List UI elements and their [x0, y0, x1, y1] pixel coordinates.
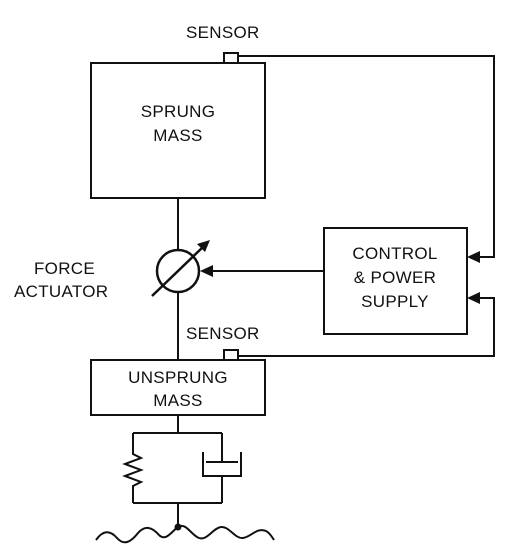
sprung-mass-label-line1: SPRUNG	[141, 102, 216, 121]
sensor-top-arrowhead	[467, 251, 480, 263]
control-label-line2: & POWER	[354, 268, 436, 287]
variable-actuator-icon	[151, 240, 210, 297]
force-actuator-label-line1: FORCE	[34, 259, 95, 278]
sprung-mass-box	[90, 62, 266, 199]
damper-icon	[202, 433, 242, 503]
sensor-top-signal-line	[238, 55, 495, 258]
spring-icon	[122, 433, 144, 503]
unsprung-mass-label-line1: UNSPRUNG	[128, 368, 228, 387]
sensor-bottom-signal-line	[238, 297, 495, 357]
control-output-arrowhead	[200, 265, 213, 277]
force-actuator-label-line2: ACTUATOR	[14, 282, 108, 301]
control-label-line1: CONTROL	[352, 244, 437, 263]
control-label-line3: SUPPLY	[361, 292, 429, 311]
sprung-mass-label-line2: MASS	[153, 126, 202, 145]
sensor-bottom-block	[223, 349, 239, 361]
road-surface-icon	[95, 524, 275, 544]
control-power-supply-box	[323, 227, 468, 335]
sensor-bottom-arrowhead	[467, 292, 480, 304]
sensor-top-label: SENSOR	[186, 23, 260, 42]
unsprung-mass-label-line2: MASS	[153, 391, 202, 410]
sensor-bottom-label: SENSOR	[186, 324, 260, 343]
sensor-top-block	[223, 52, 239, 64]
